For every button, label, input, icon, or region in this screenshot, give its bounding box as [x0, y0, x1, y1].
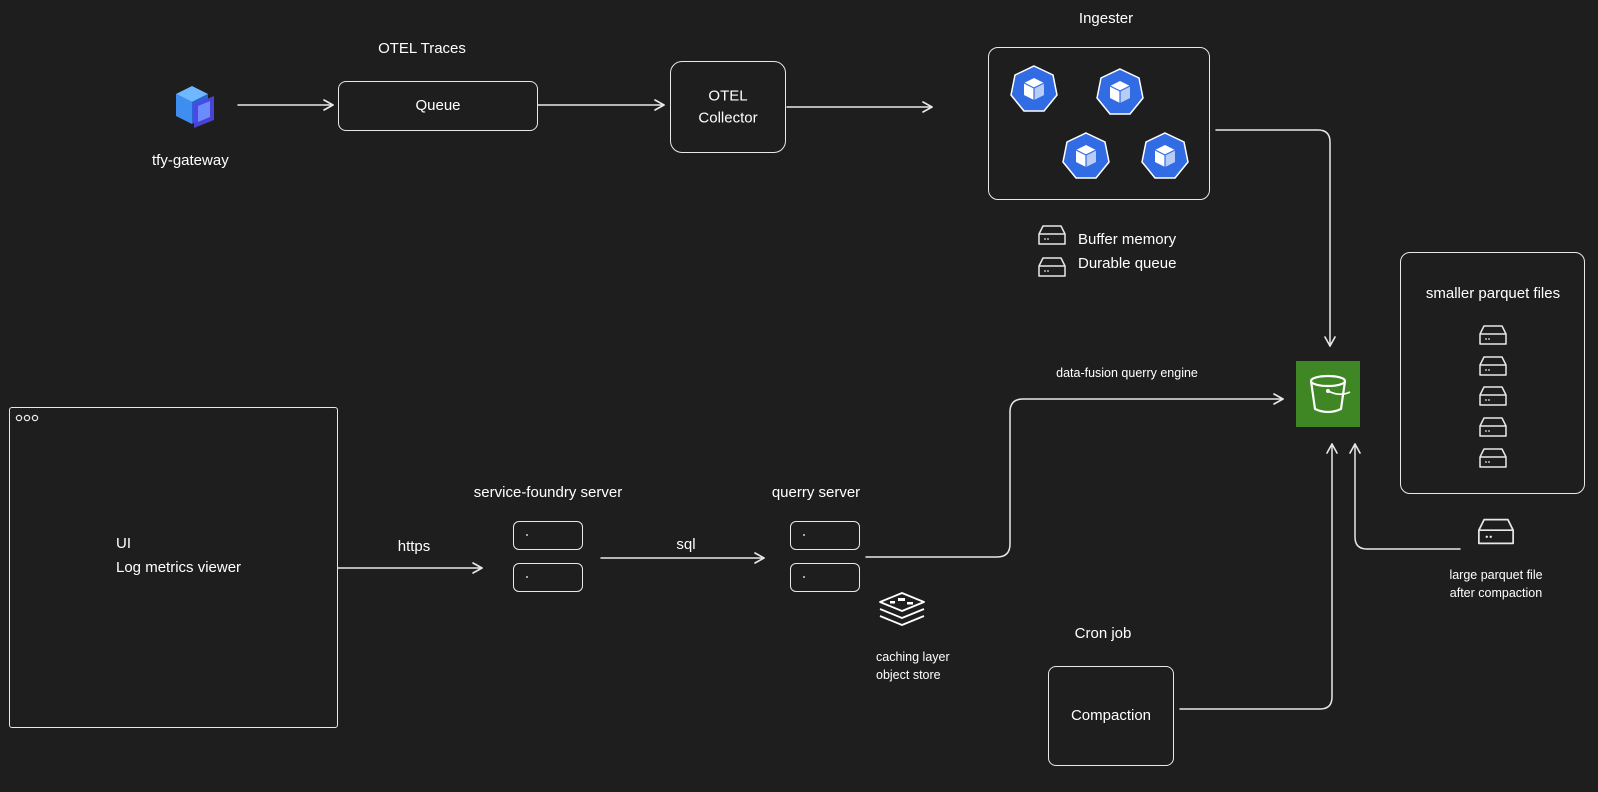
- kubernetes-pod-icon: [1096, 68, 1144, 115]
- arrow-querry-server-to-bucket: [865, 393, 1284, 558]
- otel-traces-label: OTEL Traces: [378, 40, 466, 57]
- window-dots-icon: [15, 414, 39, 422]
- gateway-label: tfy-gateway: [152, 152, 229, 169]
- hard-drive-icon: [1479, 417, 1507, 437]
- queue-box[interactable]: Queue: [338, 81, 538, 131]
- stack-layers-icon: [879, 592, 925, 626]
- arrow-large-parquet-to-bucket: [1349, 443, 1461, 550]
- hard-drive-icon: [1479, 386, 1507, 406]
- queue-label: Queue: [415, 97, 461, 115]
- ui-title: UI: [116, 535, 131, 552]
- querry-server-instance-1[interactable]: [790, 521, 860, 550]
- service-foundry-instance-2[interactable]: [513, 563, 583, 592]
- service-foundry-instance-1[interactable]: [513, 521, 583, 550]
- querry-server-instance-2[interactable]: [790, 563, 860, 592]
- large-parquet-line-1: large parquet file: [1449, 568, 1543, 582]
- large-parquet-line-2: after compaction: [1449, 586, 1543, 601]
- kubernetes-pod-icon: [1010, 65, 1058, 112]
- arrow-ingester-to-bucket: [1215, 129, 1336, 347]
- https-label: https: [397, 538, 431, 555]
- collector-line-1: OTEL: [708, 87, 748, 105]
- ingester-box[interactable]: [988, 47, 1210, 200]
- cache-line-2: object store: [876, 668, 941, 683]
- large-parquet-label: large parquet file after compaction: [1449, 566, 1542, 602]
- compaction-box[interactable]: Compaction: [1048, 666, 1174, 766]
- kubernetes-pod-icon: [1062, 132, 1110, 179]
- ingester-label: Ingester: [1078, 10, 1134, 27]
- hard-drive-icon: [1038, 257, 1066, 277]
- otel-collector-label: OTEL Collector: [671, 85, 785, 129]
- hard-drive-icon: [1478, 518, 1514, 545]
- cube-logo-icon: [172, 84, 218, 130]
- ui-window[interactable]: UI Log metrics viewer: [9, 407, 338, 728]
- s3-bucket-icon[interactable]: [1296, 361, 1360, 427]
- arrow-compaction-to-bucket: [1179, 443, 1338, 710]
- cache-label: caching layer object store: [876, 648, 950, 684]
- sql-label: sql: [676, 536, 696, 553]
- hard-drive-icon: [1479, 356, 1507, 376]
- compaction-label: Compaction: [1070, 707, 1152, 725]
- ui-subtitle: Log metrics viewer: [116, 559, 242, 576]
- legend-buffer-memory: Buffer memory: [1078, 231, 1177, 248]
- kubernetes-pod-icon: [1141, 132, 1189, 179]
- parquet-title: smaller parquet files: [1425, 285, 1561, 302]
- service-foundry-label: service-foundry server: [473, 484, 623, 501]
- parquet-files-box[interactable]: [1400, 252, 1585, 494]
- hard-drive-icon: [1038, 225, 1066, 245]
- legend-durable-queue: Durable queue: [1078, 255, 1177, 272]
- querry-server-label: querry server: [771, 484, 861, 501]
- otel-collector-box[interactable]: OTEL Collector: [670, 61, 786, 153]
- cron-job-label: Cron job: [1074, 625, 1132, 642]
- hard-drive-icon: [1479, 325, 1507, 345]
- cache-line-1: caching layer: [876, 650, 950, 664]
- hard-drive-icon: [1479, 448, 1507, 468]
- datafusion-label: data-fusion querry engine: [1056, 366, 1198, 380]
- collector-line-2: Collector: [698, 109, 758, 126]
